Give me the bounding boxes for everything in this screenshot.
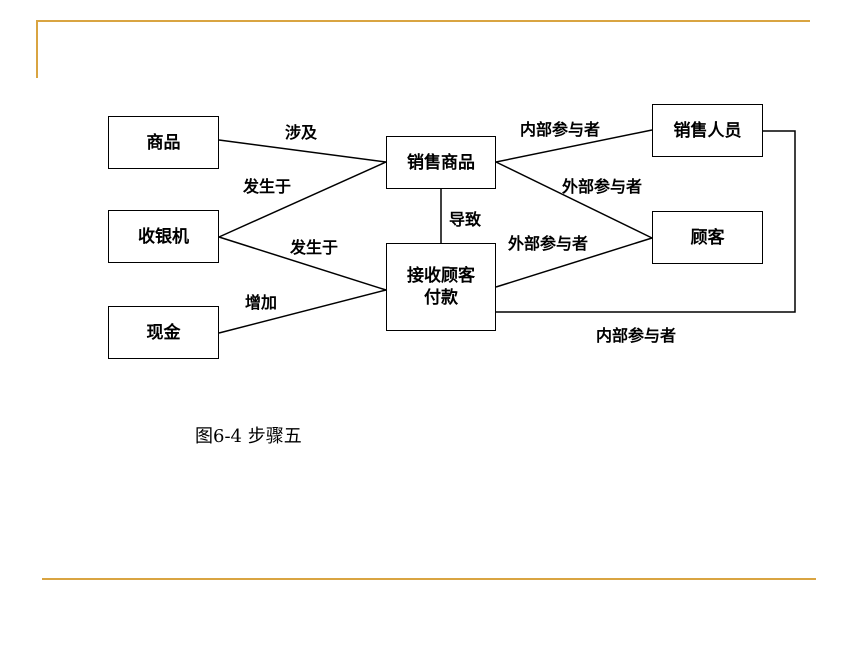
edge-salesperson-payment <box>496 130 796 313</box>
node-receive-payment: 接收顾客 付款 <box>386 243 496 331</box>
edge-payment-customer <box>495 237 653 288</box>
label-external-participant-1: 外部参与者 <box>562 177 643 196</box>
edge-register-sell <box>218 161 387 238</box>
node-salesperson: 销售人员 <box>652 104 763 157</box>
bottom-decorative-rule <box>42 578 816 580</box>
figure-caption: 图6-4 步骤五 <box>195 426 302 447</box>
node-cash: 现金 <box>108 306 219 359</box>
edge-register-payment <box>218 236 387 291</box>
label-leads-to: 导致 <box>449 210 482 229</box>
label-involves: 涉及 <box>285 123 318 142</box>
edge-goods-sell <box>218 139 387 163</box>
node-sell-goods: 销售商品 <box>386 136 496 189</box>
edge-sell-customer <box>495 161 653 239</box>
label-internal-participant-1: 内部参与者 <box>520 120 601 139</box>
node-customer: 顾客 <box>652 211 763 264</box>
label-increases: 增加 <box>245 293 278 312</box>
left-decorative-rule <box>36 20 38 78</box>
label-external-participant-2: 外部参与者 <box>508 234 589 253</box>
top-decorative-rule <box>36 20 810 22</box>
label-occurs-at-2: 发生于 <box>290 238 339 257</box>
edge-sell-salesperson <box>495 129 653 163</box>
node-cash-register: 收银机 <box>108 210 219 263</box>
edge-cash-payment <box>218 289 387 334</box>
node-goods: 商品 <box>108 116 219 169</box>
label-internal-participant-2: 内部参与者 <box>596 326 677 345</box>
label-occurs-at-1: 发生于 <box>243 177 292 196</box>
